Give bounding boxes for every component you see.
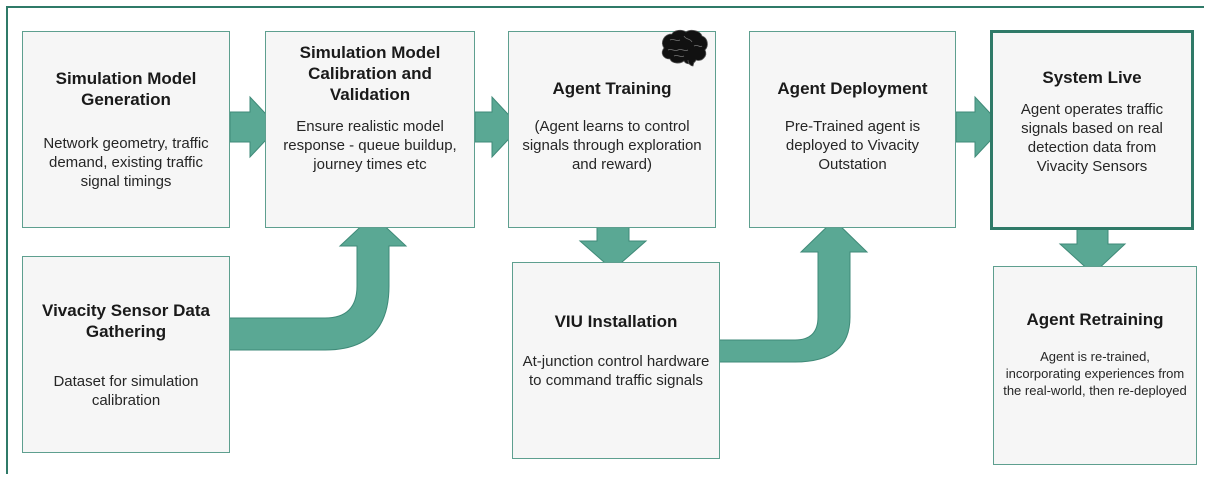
box-agent-training: Agent Training (Agent learns to control … [508,31,716,228]
box-description: Agent operates traffic signals based on … [1020,101,1164,175]
arrow-sensor-to-calibration [228,214,408,351]
box-title: VIU Installation [554,312,678,331]
arrow-viu-to-deployment [718,219,869,363]
brain-icon [661,29,708,67]
box-viu-installation: VIU Installation At-junction control har… [512,262,720,459]
box-description: Agent is re-trained, incorporating exper… [1003,349,1187,398]
box-title: Agent Deployment [777,79,928,98]
arrow-training-to-viu [578,225,648,271]
box-description: Network geometry, traffic demand, existi… [43,135,209,190]
box-title: System Live [1042,68,1142,87]
box-description: (Agent learns to control signals through… [522,118,702,173]
box-agent-deployment: Agent Deployment Pre-Trained agent is de… [749,31,956,228]
arrow-calibration-to-training [474,95,521,159]
diagram-frame [6,6,1204,474]
box-title: Simulation Model Generation [55,69,197,109]
box-title: Agent Training [552,79,672,98]
box-agent-retraining: Agent Retraining Agent is re-trained, in… [993,266,1197,465]
arrow-deployment-to-live [955,95,1004,159]
box-title: Simulation Model Calibration and Validat… [299,43,441,104]
box-simulation-model-calibration: Simulation Model Calibration and Validat… [265,31,475,228]
box-description: Dataset for simulation calibration [53,373,199,409]
box-vivacity-sensor-data-gathering: Vivacity Sensor Data Gathering Dataset f… [22,256,230,453]
box-title: Agent Retraining [1026,310,1164,329]
arrow-generation-to-calibration [229,95,279,159]
box-description: At-junction control hardware to command … [522,353,710,389]
box-system-live: System Live Agent operates traffic signa… [990,30,1194,230]
arrow-live-to-retraining [1058,228,1127,275]
box-description: Pre-Trained agent is deployed to Vivacit… [784,118,921,173]
box-title: Vivacity Sensor Data Gathering [42,301,210,341]
box-description: Ensure realistic model response - queue … [283,118,457,173]
box-simulation-model-generation: Simulation Model Generation Network geom… [22,31,230,228]
